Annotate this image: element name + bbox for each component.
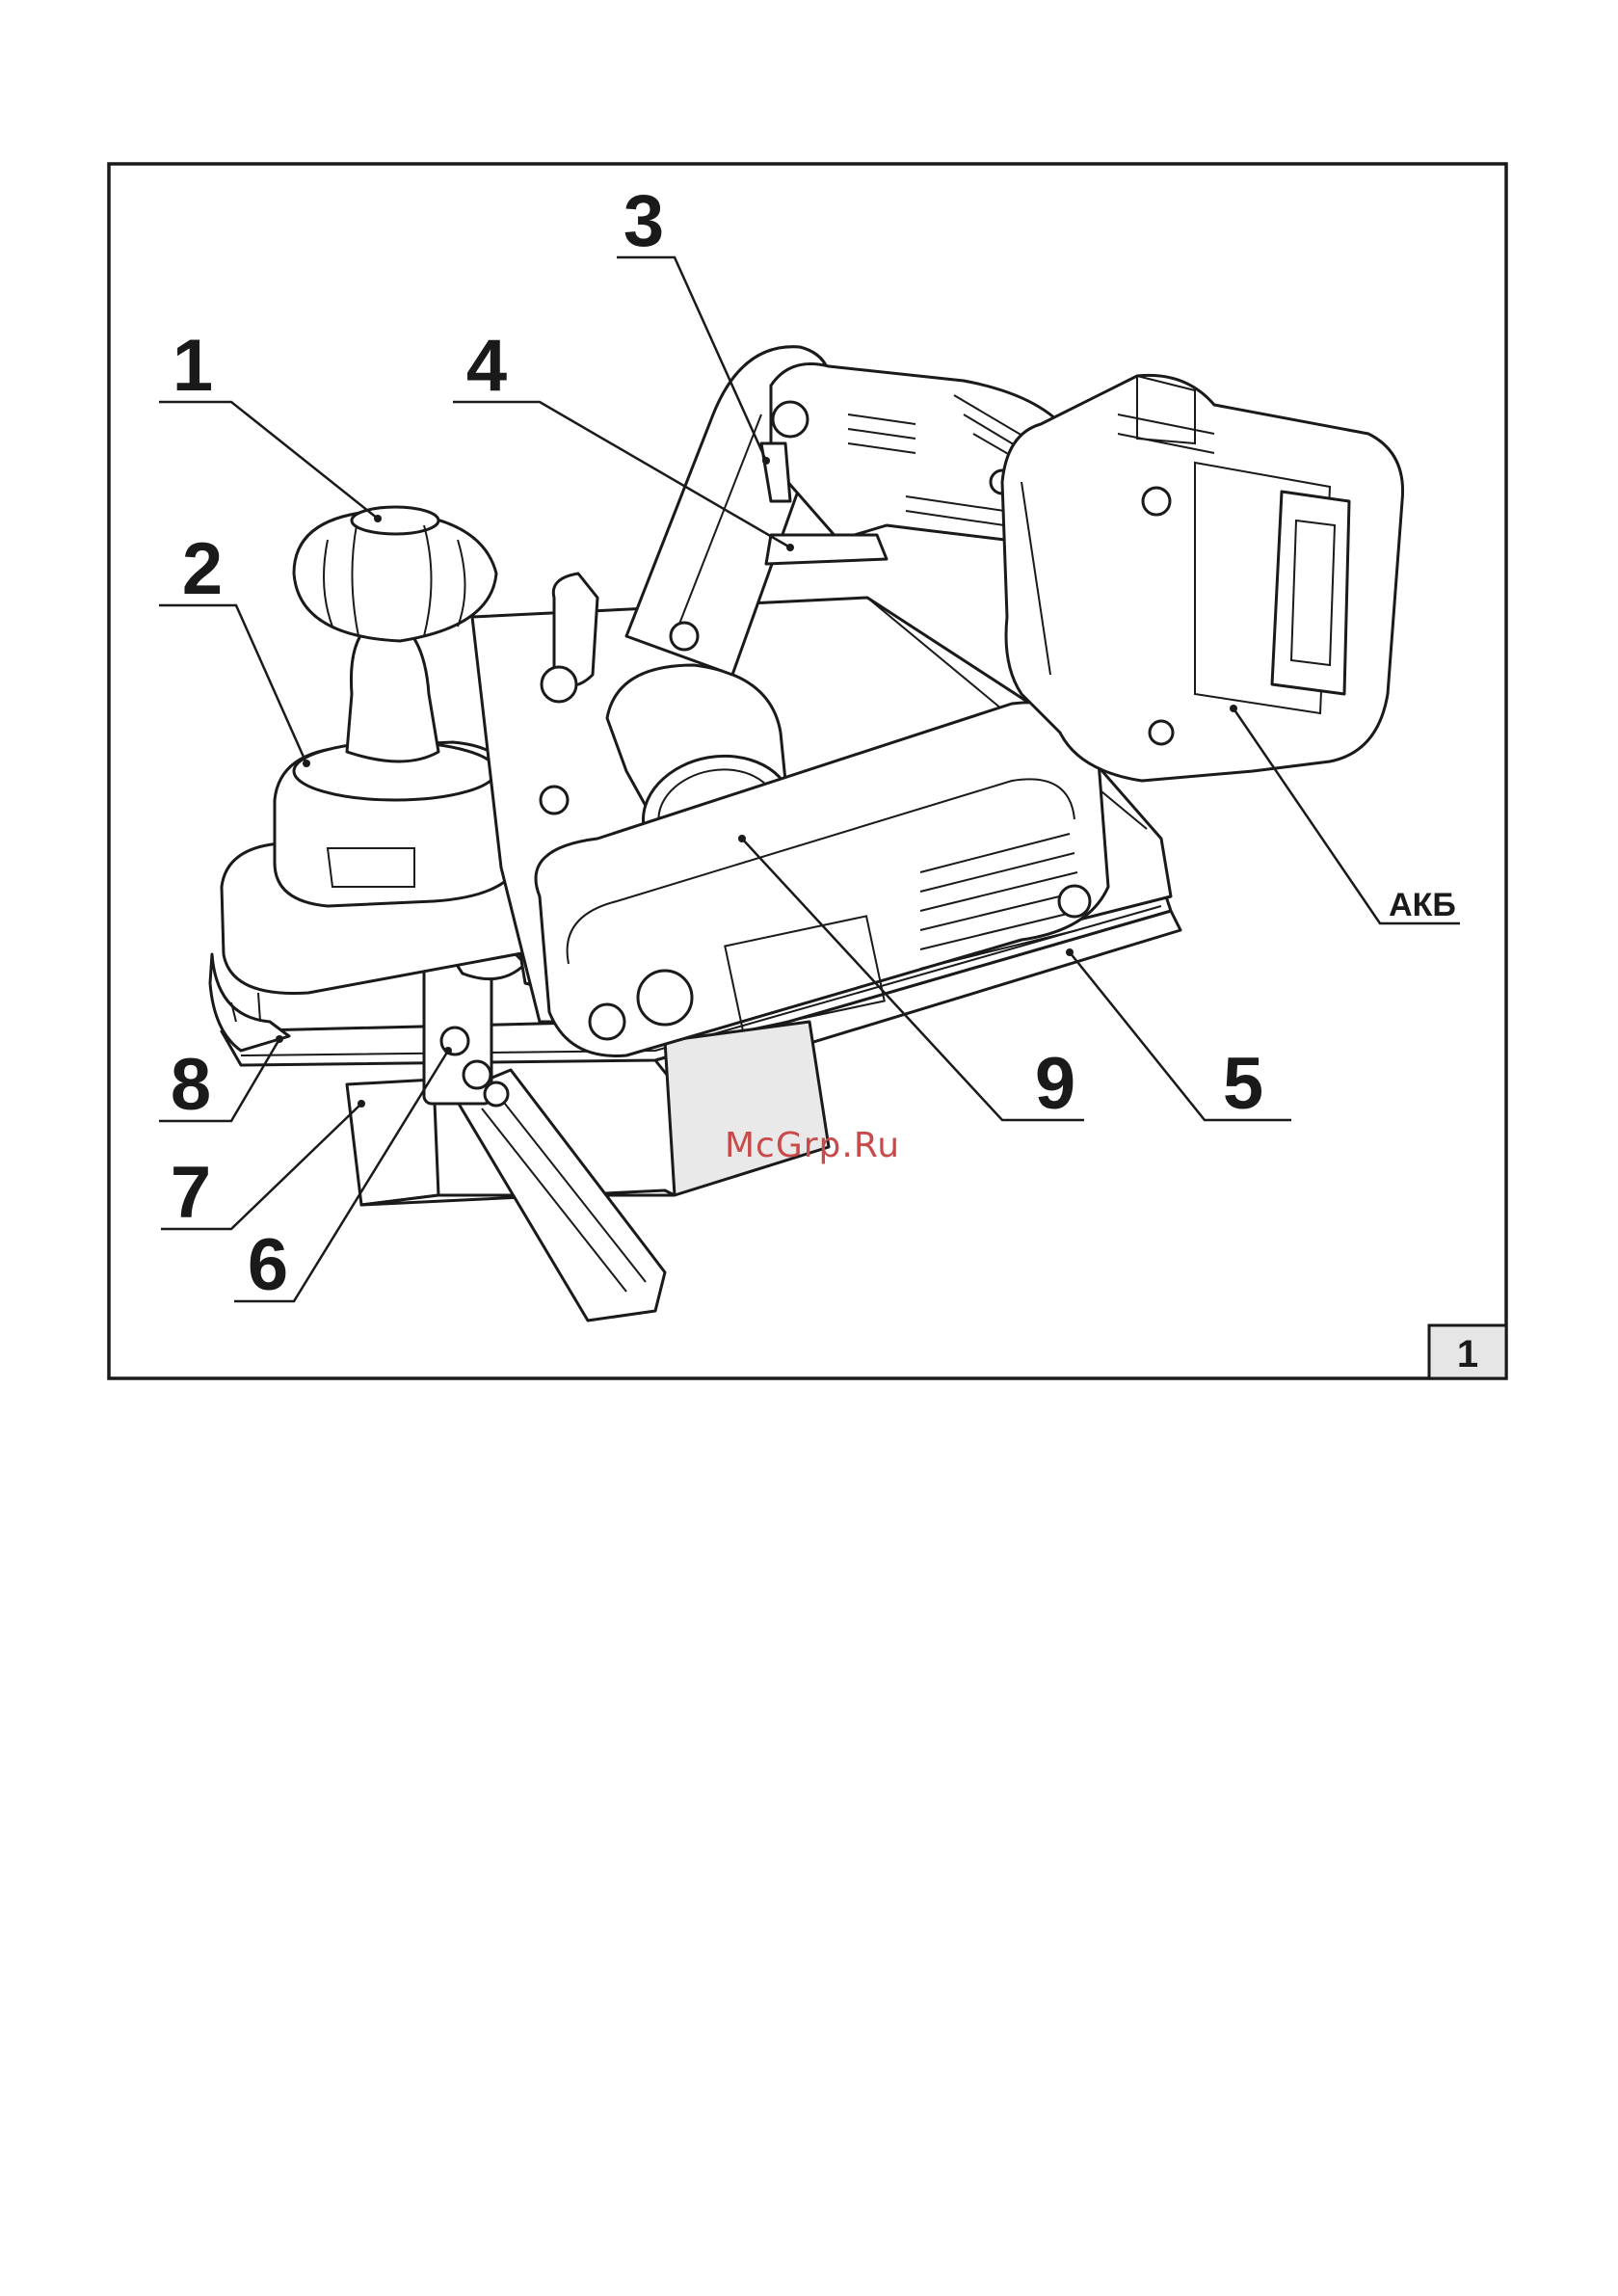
figure-number: 1 — [1457, 1333, 1478, 1375]
callout-5: 5 — [1223, 1043, 1263, 1125]
callout-2: 2 — [182, 528, 223, 610]
watermark: McGrp.Ru — [725, 1126, 900, 1165]
callout-8: 8 — [171, 1044, 211, 1126]
callout-1: 1 — [172, 325, 213, 407]
callout-6: 6 — [248, 1224, 288, 1306]
callout-7: 7 — [171, 1152, 211, 1234]
callout-akb: АКБ — [1389, 887, 1456, 923]
figure-number-box: 1 — [1429, 1325, 1506, 1378]
callout-3: 3 — [623, 180, 664, 262]
callout-9: 9 — [1035, 1043, 1075, 1125]
callout-4: 4 — [466, 325, 507, 407]
planer-illustration — [210, 347, 1403, 1321]
